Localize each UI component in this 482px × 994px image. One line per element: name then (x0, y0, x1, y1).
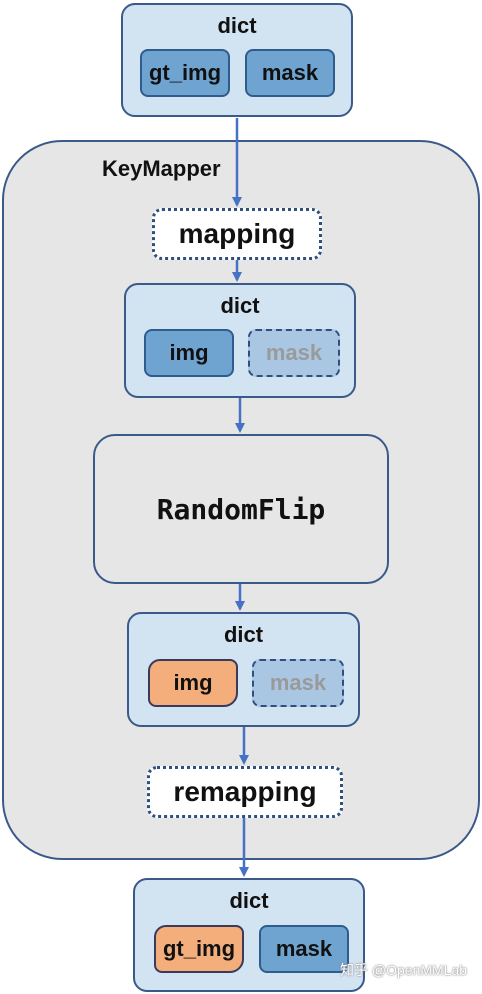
watermark: 知乎 @OpenMMLab (340, 962, 468, 978)
output-key-gt-img: gt_img (154, 925, 244, 973)
input-key-gt-img: gt_img (140, 49, 230, 97)
mapped-key-img: img (144, 329, 234, 377)
input-key-mask: mask (245, 49, 335, 97)
transformed-key-img: img (148, 659, 238, 707)
transformed-key-mask-ignored: mask (252, 659, 344, 707)
transform-randomflip: RandomFlip (93, 434, 389, 584)
output-key-mask: mask (259, 925, 349, 973)
output-dict: dict gt_img mask (133, 878, 365, 992)
output-dict-title: dict (229, 888, 269, 913)
mapping-step: mapping (152, 208, 322, 260)
input-dict: dict gt_img mask (121, 3, 353, 117)
remapping-step: remapping (147, 766, 343, 818)
mapped-dict-title: dict (220, 293, 260, 318)
keymapper-label: KeyMapper (102, 156, 221, 181)
transformed-dict: dict img mask (127, 612, 360, 727)
transformed-dict-title: dict (223, 622, 264, 647)
input-dict-title: dict (217, 13, 257, 38)
mapped-dict: dict img mask (124, 283, 356, 398)
mapped-key-mask-ignored: mask (248, 329, 340, 377)
